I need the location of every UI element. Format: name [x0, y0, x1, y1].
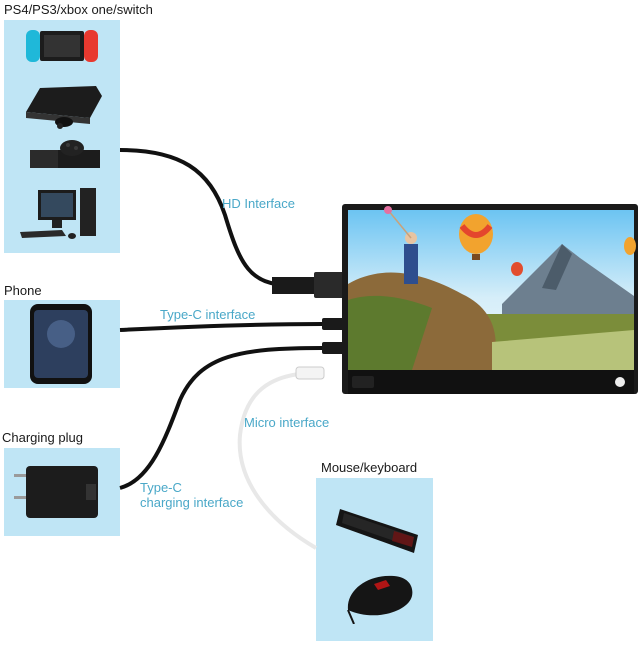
typec-cable — [119, 322, 323, 332]
typec-interface-label: Type-C interface — [160, 307, 256, 322]
typec-charging-label: Type-C charging interface — [140, 480, 243, 510]
micro-interface-label: Micro interface — [244, 415, 330, 430]
mouse-icon — [347, 575, 413, 624]
hd-cable — [119, 148, 291, 287]
hd-interface-label: HD Interface — [222, 196, 295, 211]
portable-monitor-icon — [342, 204, 638, 394]
charging-plug-icon — [14, 466, 98, 518]
xbox-one-icon — [30, 140, 100, 168]
phone-label: Phone — [4, 283, 42, 298]
keyboard-icon — [336, 509, 418, 553]
hd-plug — [272, 277, 314, 294]
nintendo-switch-icon — [26, 30, 98, 62]
desktop-pc-icon — [20, 188, 96, 239]
typec-charging-label-line2: charging interface — [140, 495, 244, 510]
typec-charging-cable — [119, 346, 323, 490]
charging-plug-label: Charging plug — [2, 430, 83, 445]
ps3-console-icon — [26, 86, 102, 129]
typec-plug — [322, 318, 344, 330]
consoles-label: PS4/PS3/xbox one/switch — [4, 2, 153, 17]
mouse-keyboard-label: Mouse/keyboard — [321, 460, 418, 475]
smartphone-icon — [30, 304, 92, 384]
hd-plug-tip — [314, 272, 344, 298]
micro-plug — [295, 366, 325, 380]
micro-cable — [237, 371, 318, 550]
typec-charging-plug — [322, 342, 344, 354]
typec-charging-label-line1: Type-C — [140, 480, 182, 495]
